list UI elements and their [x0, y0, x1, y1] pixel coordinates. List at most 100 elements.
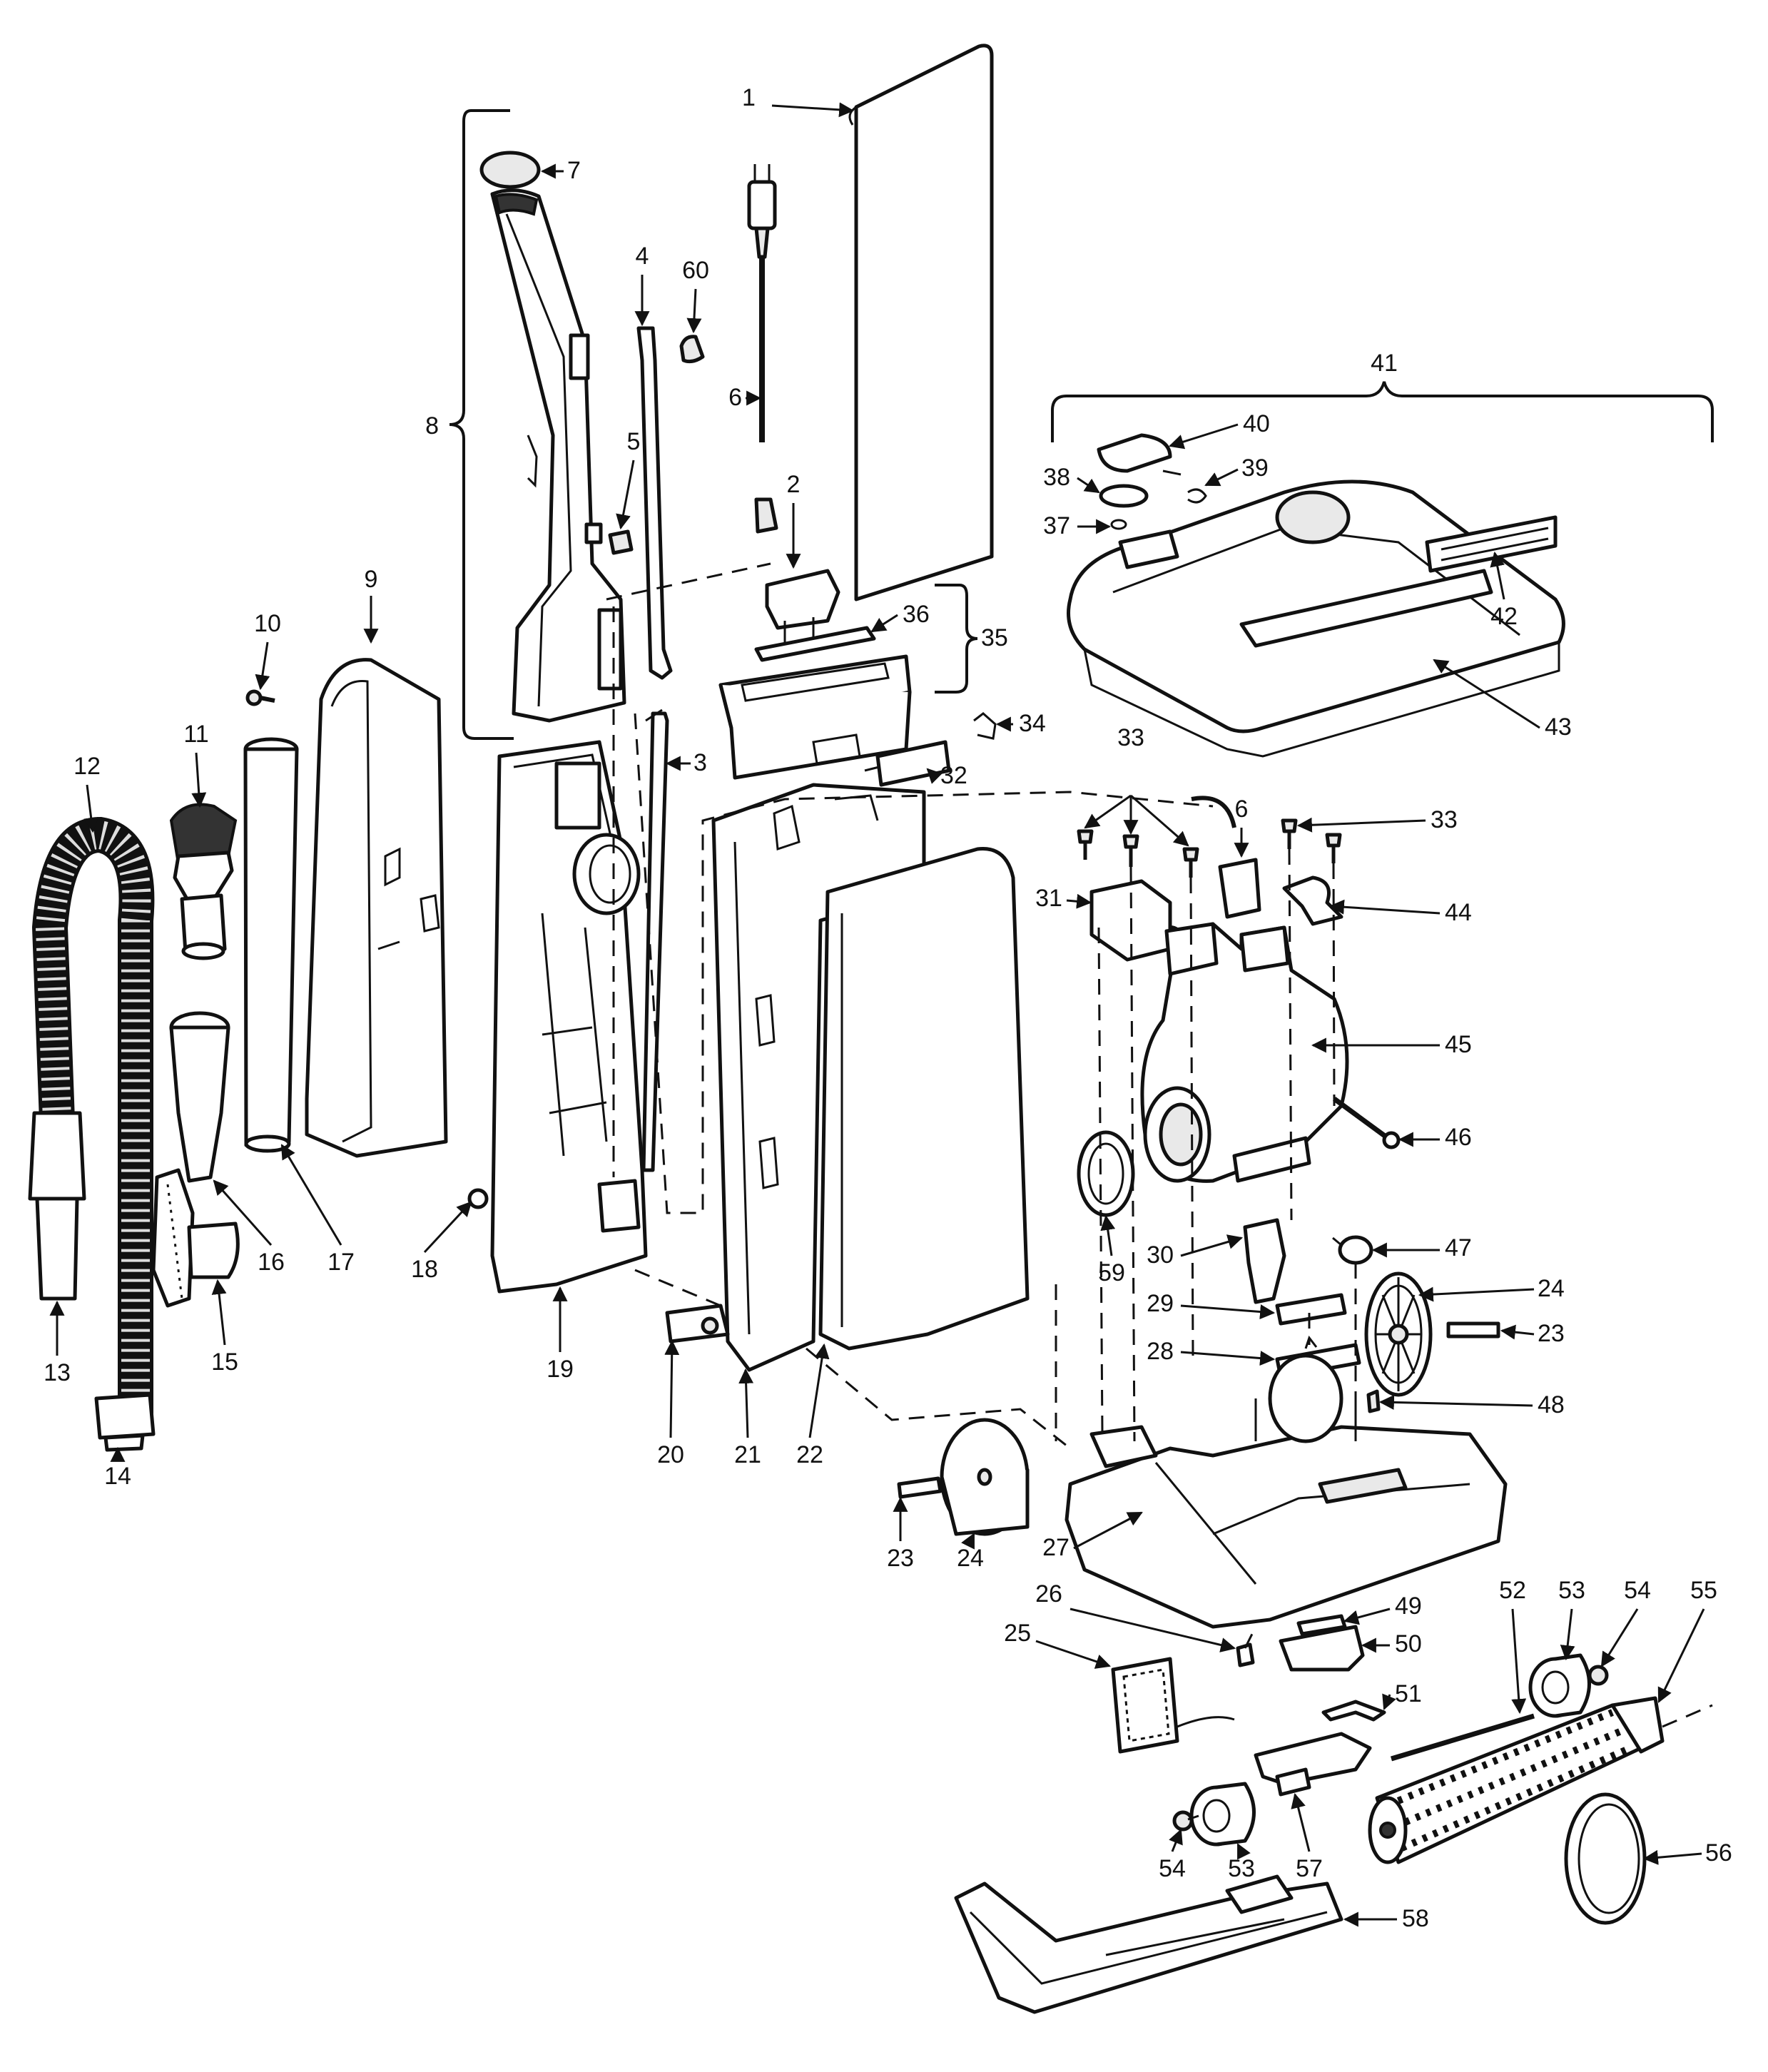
- part-10-screw: [245, 689, 275, 706]
- brace-35: [935, 584, 978, 694]
- callout-53: 53: [1228, 1843, 1255, 1882]
- part-number-53: 53: [1228, 1855, 1255, 1882]
- callout-35: 35: [981, 624, 1008, 651]
- callout-49: 49: [1343, 1593, 1422, 1625]
- part-40-latch-cover: [1097, 433, 1172, 473]
- leader-line-38: [1077, 477, 1100, 494]
- part-17-wand: [243, 737, 299, 1153]
- leader-line-16: [213, 1179, 273, 1246]
- leader-line-42: [1490, 551, 1505, 600]
- brace-8: [449, 109, 514, 740]
- part-number-50: 50: [1395, 1630, 1422, 1657]
- callout-5: 5: [616, 428, 641, 530]
- callout-19: 19: [547, 1286, 574, 1383]
- leader-line-23: [1500, 1324, 1535, 1340]
- leader-line-10: [255, 641, 270, 691]
- part-38-button: [1099, 484, 1149, 508]
- part-number-11: 11: [183, 721, 208, 748]
- part-number-40: 40: [1243, 410, 1270, 437]
- callout-20: 20: [657, 1339, 684, 1468]
- part-number-56: 56: [1705, 1839, 1732, 1867]
- leader-line-59: [1100, 1214, 1116, 1256]
- leader-line-15: [211, 1279, 227, 1346]
- part-number-5: 5: [627, 428, 641, 455]
- part-35-switch-housing: [718, 654, 912, 780]
- leader-line-28: [1180, 1351, 1276, 1366]
- part-number-7: 7: [567, 157, 581, 184]
- part-45-motor: [1140, 922, 1349, 1183]
- leader-line-36: [870, 614, 898, 633]
- callout-28: 28: [1147, 1338, 1276, 1366]
- part-number-37: 37: [1043, 512, 1070, 539]
- leader-line-53: [1236, 1843, 1251, 1860]
- callout-55: 55: [1657, 1577, 1717, 1703]
- part-47-bulb: [1332, 1235, 1373, 1265]
- leader-line-5: [616, 459, 635, 530]
- leader-line-31: [1066, 893, 1092, 909]
- part-number-19: 19: [547, 1356, 574, 1383]
- leader-line-44: [1328, 899, 1441, 915]
- leader-line-54: [1169, 1829, 1183, 1852]
- part-number-13: 13: [44, 1359, 71, 1386]
- callout-47: 47: [1371, 1234, 1472, 1261]
- leader-line-22: [808, 1343, 830, 1438]
- leader-line-24: [1418, 1286, 1535, 1302]
- leader-line-27: [1073, 1511, 1143, 1550]
- part-6-wire-connector: [1191, 796, 1261, 919]
- leader-line-17: [280, 1144, 342, 1246]
- part-number-16: 16: [258, 1249, 285, 1276]
- part-3-long-rod: [641, 709, 669, 1172]
- callout-13: 13: [44, 1300, 71, 1386]
- part-number-32: 32: [940, 762, 967, 789]
- part-number-8: 8: [425, 412, 439, 440]
- part-12-hose: [28, 816, 156, 1452]
- part-number-12: 12: [73, 753, 101, 780]
- callout-29: 29: [1147, 1290, 1276, 1320]
- part-48-tab: [1366, 1389, 1381, 1413]
- callout-59: 59: [1098, 1214, 1125, 1286]
- callout-1: 1: [742, 84, 855, 118]
- part-number-24: 24: [957, 1545, 984, 1572]
- callout-21: 21: [734, 1368, 761, 1468]
- part-number-9: 9: [365, 566, 378, 593]
- callout-30: 30: [1147, 1234, 1244, 1269]
- part-18-washer: [467, 1188, 489, 1209]
- part-2-switch: [765, 569, 840, 642]
- part-7-cap: [479, 151, 541, 189]
- callout-48: 48: [1378, 1391, 1565, 1418]
- leader-line-40: [1168, 423, 1239, 450]
- part-number-22: 22: [796, 1441, 823, 1468]
- callout-41: 41: [1371, 350, 1398, 377]
- brace-33: [1084, 794, 1189, 847]
- callout-32: 32: [926, 762, 967, 789]
- callout-40: 40: [1168, 410, 1270, 450]
- callout-16: 16: [213, 1179, 285, 1276]
- parts-layer: [28, 44, 1713, 2014]
- leader-line-48: [1378, 1394, 1533, 1410]
- part-number-6: 6: [1235, 796, 1249, 823]
- part-34-spring: [973, 712, 997, 740]
- leader-line-25: [1035, 1640, 1111, 1669]
- callout-54: 54: [1159, 1829, 1186, 1882]
- part-16-crevice-tool: [169, 1011, 230, 1183]
- callout-33: 33: [1117, 724, 1144, 751]
- part-53-bearing-left: [1189, 1782, 1256, 1847]
- part-54-nut-right: [1587, 1665, 1609, 1686]
- part-number-20: 20: [657, 1441, 684, 1468]
- part-58-bottom-plate: [954, 1874, 1343, 2014]
- part-number-35: 35: [981, 624, 1008, 651]
- part-49-plate: [1296, 1614, 1347, 1636]
- leader-line-1: [771, 102, 855, 118]
- callout-14: 14: [104, 1446, 131, 1490]
- callout-36: 36: [870, 601, 930, 633]
- part-1-bag-panel: [848, 44, 994, 601]
- callout-46: 46: [1398, 1124, 1472, 1151]
- leader-line-57: [1291, 1792, 1311, 1852]
- callout-24: 24: [957, 1533, 984, 1572]
- callout-11: 11: [183, 721, 209, 808]
- part-number-58: 58: [1402, 1905, 1429, 1932]
- callout-7: 7: [540, 157, 581, 184]
- part-54-nut-left: [1172, 1810, 1194, 1832]
- callout-33: 33: [1296, 806, 1458, 833]
- callout-58: 58: [1343, 1905, 1429, 1932]
